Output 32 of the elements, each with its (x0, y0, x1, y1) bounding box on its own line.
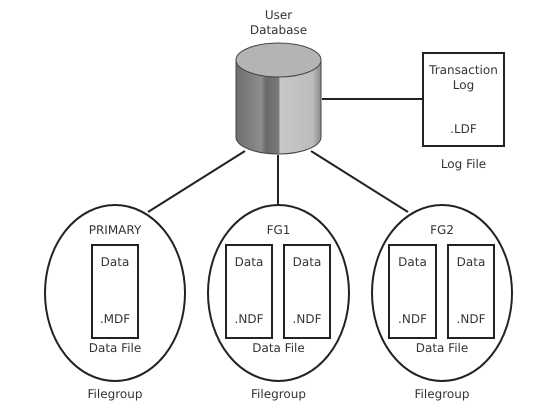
node-label: Filegroup (88, 387, 142, 402)
data-file-caption: Data File (252, 341, 305, 356)
file-extension: .NDF (234, 312, 264, 327)
connector-line (147, 150, 246, 213)
filegroup-name: PRIMARY (88, 223, 142, 238)
connector-line (310, 150, 409, 213)
node-label: Log File (440, 157, 486, 172)
node-label: Filegroup (251, 387, 306, 402)
data-file-box (388, 244, 437, 339)
box-title: Transaction Log (428, 63, 499, 93)
file-label: Data (100, 255, 130, 270)
data-file-box (447, 244, 495, 339)
file-label: Data (398, 255, 427, 270)
node-label: Filegroup (414, 387, 470, 402)
file-label: Data (456, 255, 486, 270)
database-label: User Database (248, 8, 308, 38)
connector-line (322, 98, 422, 100)
data-file-box (225, 244, 273, 339)
connector-line (277, 155, 279, 204)
file-extension: .NDF (398, 312, 427, 327)
data-file-box (91, 244, 139, 339)
file-extension: .LDF (450, 122, 477, 137)
data-file-caption: Data File (88, 341, 142, 356)
file-extension: .NDF (456, 312, 486, 327)
filegroup-name: FG1 (266, 223, 290, 238)
file-label: Data (292, 255, 322, 270)
file-extension: .NDF (292, 312, 322, 327)
data-file-box (283, 244, 331, 339)
data-file-caption: Data File (416, 341, 468, 356)
file-label: Data (234, 255, 264, 270)
filegroup-name: FG2 (430, 223, 454, 238)
file-extension: .MDF (100, 312, 130, 327)
